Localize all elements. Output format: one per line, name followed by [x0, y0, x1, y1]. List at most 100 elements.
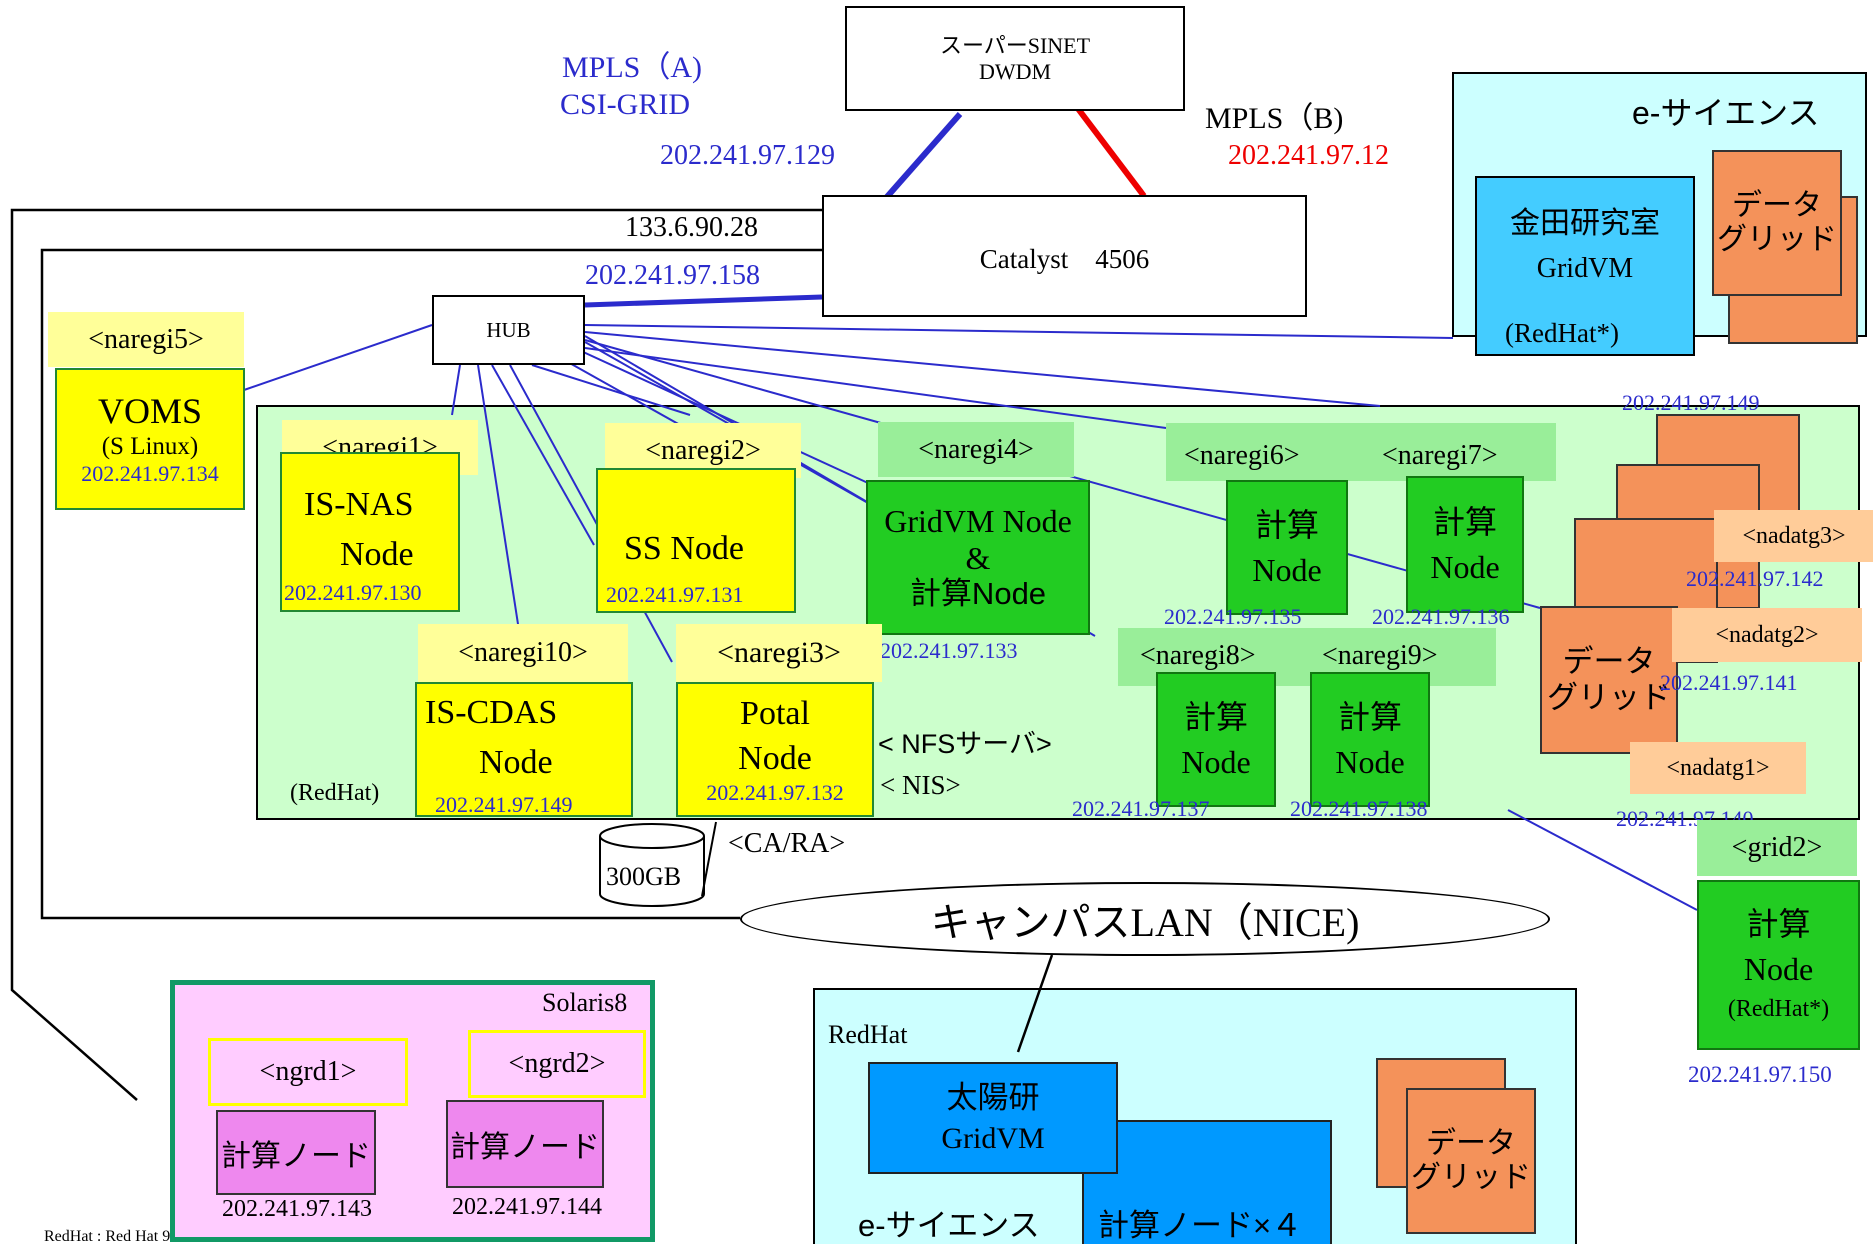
is-cdas-line2: Node — [479, 744, 553, 781]
taiyo-lab-line2: GridVM — [941, 1121, 1045, 1155]
naregi8-tag: <naregi8> — [1140, 640, 1256, 671]
mpls-b-ip: 202.241.97.12 — [1228, 140, 1389, 171]
hub-to-naregi2-link — [531, 364, 691, 416]
escience-bottom-datagrid-line2: グリッド — [1411, 1161, 1531, 1194]
taiyo-lab-box: 太陽研 GridVM — [868, 1062, 1118, 1174]
ngrd1-node-label: 計算ノード — [221, 1139, 371, 1173]
escience-bottom-datagrid: データ グリッド — [1406, 1088, 1536, 1234]
storage-label: 300GB — [606, 862, 682, 891]
ngrd2-node: 計算ノード — [446, 1100, 604, 1188]
sinet-subtitle: DWDM — [978, 58, 1052, 84]
nfs-server-label: < NFSサーバ> — [878, 729, 1052, 759]
naregi4-tag: <naregi4> — [878, 422, 1074, 477]
naregi3-tag: <naregi3> — [676, 624, 882, 682]
escience-bottom-title: e-サイエンス — [858, 1208, 1040, 1243]
catalyst-ip-blue: 202.241.97.158 — [585, 260, 760, 291]
is-cdas-ip: 202.241.97.149 — [435, 792, 573, 817]
ngrd2-node-label: 計算ノード — [450, 1131, 600, 1164]
hub-to-escience-link — [584, 324, 1454, 339]
nadatg1-text: <nadatg1> — [1666, 754, 1770, 781]
mpls-a-ip: 202.241.97.129 — [660, 140, 835, 171]
grid2-tag: <grid2> — [1697, 820, 1857, 876]
datagrid-main-line1: データ — [1562, 644, 1656, 680]
portal-node: Potal Node 202.241.97.132 — [676, 682, 874, 817]
ngrd1-tag-text: <ngrd1> — [259, 1056, 357, 1087]
gridvm-node-ip: 202.241.97.133 — [880, 638, 1018, 663]
naregi7-line1: 計算 — [1432, 503, 1497, 540]
escience-bottom-os: RedHat — [828, 1020, 908, 1049]
escience-bottom-datagrid-line1: データ — [1426, 1126, 1516, 1160]
sinet-dwdm-box: スーパーSINET DWDM — [845, 6, 1185, 111]
is-nas-ip: 202.241.97.130 — [284, 580, 422, 605]
ngrd1-tag: <ngrd1> — [208, 1038, 408, 1106]
naregi67-tag-band — [1166, 423, 1556, 481]
naregi6-ip: 202.241.97.135 — [1164, 604, 1302, 629]
naregi6-tag: <naregi6> — [1184, 440, 1300, 471]
datagrid-top-ip: 202.241.97.149 — [1622, 390, 1760, 415]
gridvm-node-line2: & — [965, 539, 991, 576]
grid2-node: 計算 Node (RedHat*) — [1697, 880, 1860, 1050]
kaneda-lab-box: 金田研究室 GridVM — [1475, 176, 1695, 356]
nadatg2-ip: 202.241.97.141 — [1660, 670, 1798, 695]
portal-ip: 202.241.97.132 — [706, 779, 844, 805]
ca-ra-label: <CA/RA> — [728, 828, 846, 859]
hub-uplink — [584, 294, 823, 308]
kaneda-lab-title: 金田研究室 — [1510, 206, 1660, 240]
nadatg2-tag: <nadatg2> — [1672, 608, 1862, 662]
storage-link — [701, 821, 717, 897]
naregi8-node: 計算 Node — [1156, 672, 1276, 807]
compute-nodes-x4: 計算ノード×４ — [1082, 1120, 1332, 1244]
gridvm-node-line1: GridVM Node — [884, 502, 1072, 539]
hub-to-naregi6-link — [584, 347, 1167, 429]
hub-box: HUB — [432, 295, 585, 365]
naregi7-node: 計算 Node — [1406, 476, 1524, 613]
sinet-title: スーパーSINET — [939, 33, 1091, 59]
naregi8-ip: 202.241.97.137 — [1072, 796, 1210, 821]
solaris-title: Solaris8 — [542, 988, 628, 1017]
naregi8-line1: 計算 — [1183, 698, 1248, 735]
mpls-a-sublabel: CSI-GRID — [560, 88, 691, 121]
voms-ip: 202.241.97.134 — [81, 461, 219, 487]
naregi9-line1: 計算 — [1337, 698, 1402, 735]
grid2-line2: Node — [1743, 951, 1814, 988]
naregi9-node: 計算 Node — [1310, 672, 1430, 807]
naregi10-tag: <naregi10> — [418, 624, 628, 682]
grid2-line3: (RedHat*) — [1727, 996, 1830, 1022]
hub-to-naregi1-link — [451, 364, 461, 416]
nis-label: < NIS> — [880, 770, 961, 800]
hub-to-naregi7-link — [584, 331, 1381, 407]
is-nas-line1: IS-NAS — [304, 486, 414, 523]
gridvm-node-line3: 計算Node — [909, 576, 1047, 612]
storage-disk-icon — [599, 823, 705, 907]
catalyst-label: Catalyst 4506 — [979, 243, 1150, 274]
redhat-label: (RedHat) — [290, 780, 380, 806]
hub-to-voms-link — [243, 324, 433, 391]
naregi3-tag-text: <naregi3> — [717, 636, 841, 669]
naregi4-tag-text: <naregi4> — [918, 433, 1034, 465]
naregi7-tag: <naregi7> — [1382, 440, 1498, 471]
ngrd2-ip: 202.241.97.144 — [452, 1194, 602, 1220]
escience-top-title: e-サイエンス — [1632, 95, 1820, 131]
hub-to-naregi10-link — [477, 364, 523, 651]
kaneda-lab-os: (RedHat*) — [1505, 318, 1619, 348]
hub-to-naregi1-b-link — [491, 364, 595, 546]
naregi7-ip: 202.241.97.136 — [1372, 604, 1510, 629]
mpls-a-link — [883, 112, 963, 200]
datagrid-to-grid2-link — [1507, 809, 1698, 911]
catalyst-switch: Catalyst 4506 — [822, 195, 1307, 317]
is-cdas-node: IS-CDAS Node 202.241.97.149 — [415, 682, 633, 817]
campus-lan-ellipse: キャンパスLAN（NICE) — [740, 882, 1550, 956]
naregi6-node: 計算 Node — [1226, 480, 1348, 615]
campus-to-taiyo-link — [1016, 954, 1054, 1053]
is-nas-node: IS-NAS Node 202.241.97.130 — [280, 452, 460, 612]
escience-top-datagrid: データ グリッド — [1712, 150, 1842, 296]
ngrd1-ip: 202.241.97.143 — [222, 1196, 372, 1222]
naregi6-line1: 計算 — [1254, 506, 1319, 543]
compute-nodes-label: 計算ノード×４ — [1098, 1208, 1303, 1243]
naregi10-tag-text: <naregi10> — [458, 637, 588, 668]
naregi5-tag-text: <naregi5> — [88, 323, 204, 355]
naregi5-tag: <naregi5> — [48, 312, 244, 367]
grid2-tag-text: <grid2> — [1731, 832, 1823, 863]
ngrd1-node: 計算ノード — [216, 1110, 376, 1195]
